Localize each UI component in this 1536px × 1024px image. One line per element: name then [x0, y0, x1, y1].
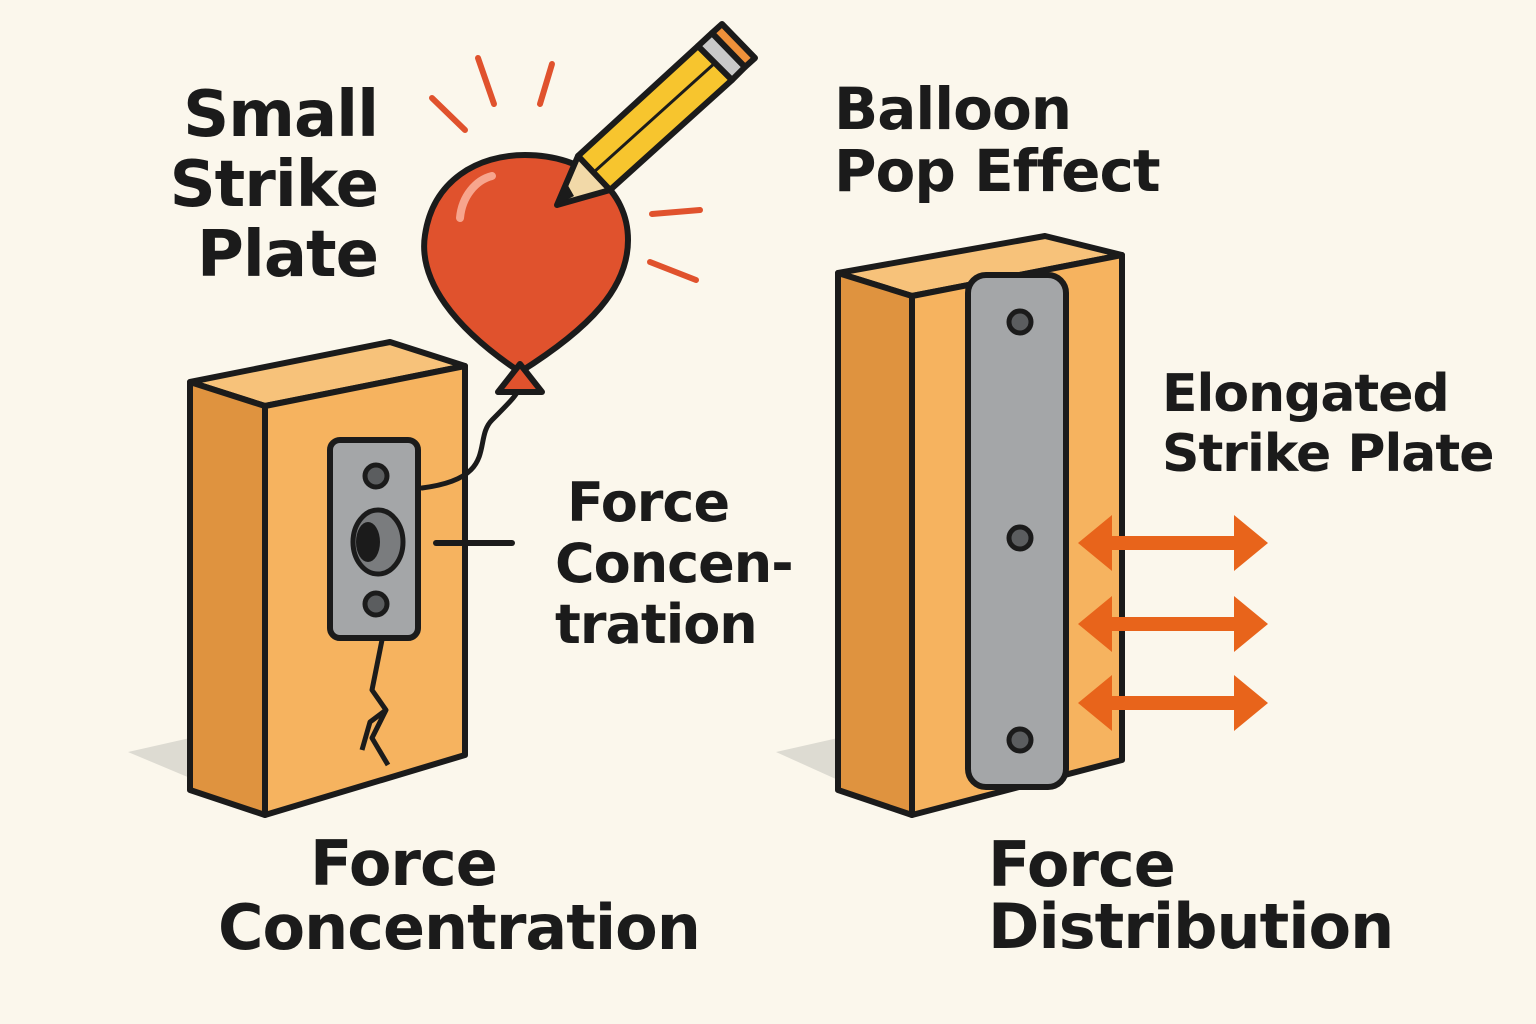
block-side-face [187, 379, 268, 818]
force-arrows [1078, 515, 1268, 731]
title-line: Plate [196, 218, 379, 292]
title-line: Balloon [834, 75, 1072, 143]
ground-shadow-right [776, 738, 838, 780]
side-label-line: Elongated [1162, 364, 1450, 424]
title-line: Strike [169, 148, 379, 222]
double-arrow-icon [1078, 596, 1268, 652]
ground-shadow [128, 738, 190, 778]
small-strike-plate-diagram [128, 339, 515, 818]
screw-hole-top [362, 462, 390, 490]
elongated-strike-plate-diagram [776, 233, 1268, 818]
title-line: Small [183, 78, 379, 152]
title-line: Pop Effect [834, 137, 1161, 205]
small-strike-plate-title: Small Strike Plate [150, 78, 379, 292]
balloon-icon [421, 152, 631, 375]
caption-line: Distribution [988, 890, 1394, 963]
screw-hole-bottom [362, 590, 390, 618]
spark-lines-icon [429, 55, 703, 283]
caption-line: Force [988, 828, 1176, 901]
screw-hole-1 [1006, 308, 1034, 336]
balloon-highlight [456, 172, 496, 222]
caption-line: Concentration [218, 891, 701, 964]
block-side-face-right [835, 270, 915, 818]
force-distribution-caption: Force Distribution [988, 828, 1394, 963]
latch-opening-inner [356, 522, 380, 562]
side-label-line: Strike Plate [1162, 424, 1494, 484]
pencil-icon [554, 21, 758, 208]
balloon-pop-illustration [419, 21, 758, 491]
double-arrow-icon [1078, 675, 1268, 731]
force-concentration-caption: Force Concentration [218, 827, 701, 964]
crack-branch [359, 708, 388, 751]
screw-hole-3 [1006, 726, 1034, 754]
elongated-strike-plate-label: Elongated Strike Plate [1162, 364, 1494, 484]
double-arrow-icon [1078, 515, 1268, 571]
force-concentration-callout: Force Concen- tration [555, 471, 794, 656]
balloon-knot [495, 361, 545, 395]
callout-line: Concen- [555, 532, 794, 595]
caption-line: Force [310, 827, 498, 900]
callout-line: tration [555, 593, 758, 656]
screw-hole-2 [1006, 524, 1034, 552]
callout-line: Force [567, 471, 730, 534]
balloon-pop-effect-title: Balloon Pop Effect [834, 75, 1161, 205]
